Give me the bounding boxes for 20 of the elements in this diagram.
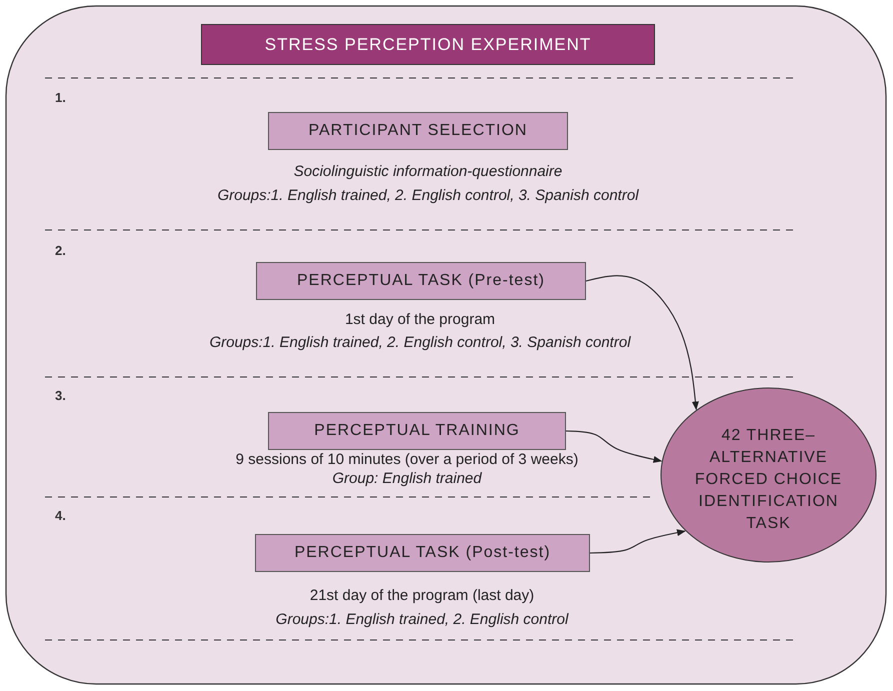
node-caption: 21st day of the program (last day): [308, 587, 536, 604]
step-number: 3.: [55, 388, 66, 403]
title-banner: STRESS PERCEPTION EXPERIMENT: [201, 24, 655, 65]
arrow: [566, 430, 662, 463]
step-number: 4.: [55, 508, 66, 523]
arrow: [590, 529, 686, 554]
node-caption: Groups:1. English trained, 2. English control, 3. Spanish control: [208, 334, 632, 351]
node-caption: 1st day of the program: [344, 311, 496, 328]
process-box: PARTICIPANT SELECTION: [268, 112, 568, 150]
ellipse-text: 42 THREE– ALTERNATIVE FORCED CHOICE IDENTIFICATION TASK: [694, 426, 844, 534]
node-caption: Groups:1. English trained, 2. English control, 3. Spanish control: [216, 187, 640, 204]
node-caption: Sociolinguistic information-questionnaire: [292, 163, 564, 180]
arrow: [586, 275, 699, 410]
process-box: PERCEPTUAL TASK (Post-test): [255, 534, 590, 572]
process-box: PERCEPTUAL TASK (Pre-test): [256, 262, 586, 300]
process-box: PERCEPTUAL TRAINING: [268, 412, 566, 450]
step-number: 2.: [55, 243, 66, 258]
step-number: 1.: [55, 90, 66, 105]
node-caption: Groups:1. English trained, 2. English control: [274, 611, 570, 628]
node-caption: 9 sessions of 10 minutes (over a period of 3 weeks): [234, 451, 580, 468]
